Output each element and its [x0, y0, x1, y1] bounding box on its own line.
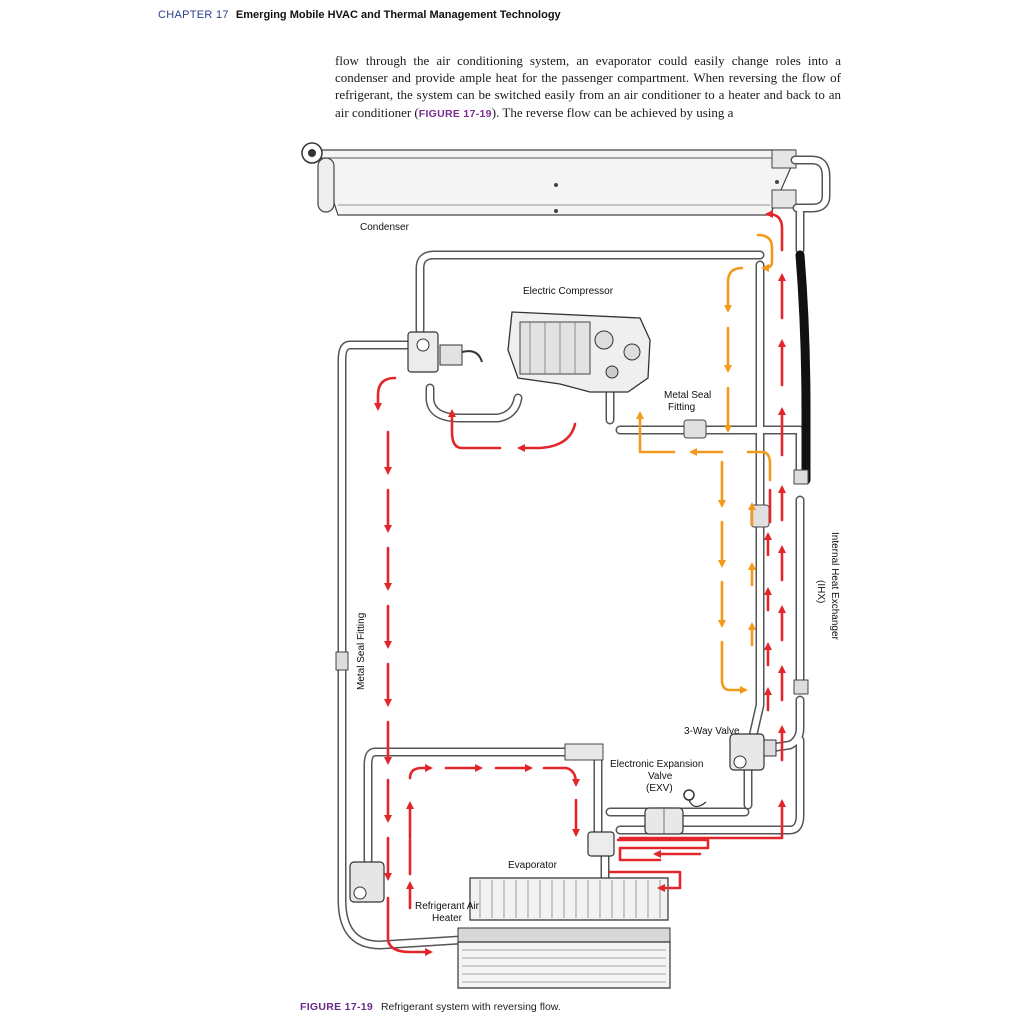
label-heater-2: Heater	[432, 913, 463, 924]
label-electric-compressor: Electric Compressor	[523, 286, 614, 297]
evaporator	[469, 831, 669, 921]
caption-number: FIGURE 17-19	[300, 1001, 374, 1013]
service-valve-block	[407, 331, 483, 373]
metal-seal-fitting-icon	[683, 419, 707, 439]
diagram-labels: Condenser Electric Compressor Metal Seal…	[356, 222, 840, 924]
label-exv-1: Electronic Expansion	[610, 759, 703, 770]
label-exv-2: Valve	[648, 771, 673, 782]
electronic-expansion-valve	[644, 789, 707, 835]
body-text-part2: ). The reverse flow can be achieved by u…	[491, 104, 734, 120]
label-metal-seal-2: Fitting	[668, 402, 695, 413]
flexible-hose	[795, 250, 811, 485]
label-ihx-2: (IHX)	[815, 580, 826, 603]
label-exv-3: (EXV)	[646, 783, 673, 794]
label-three-way-valve: 3-Way Valve	[684, 726, 740, 737]
three-way-valve	[729, 733, 777, 771]
refrigerant-pipes	[335, 155, 831, 950]
figure-reference-link[interactable]: FIGURE 17-19	[418, 107, 492, 120]
body-text-part1: flow through the air conditioning system…	[335, 53, 841, 120]
label-ihx-1: Internal Heat Exchanger	[829, 532, 840, 641]
chapter-number: CHAPTER 17	[158, 9, 229, 21]
receiver-drier	[317, 157, 335, 213]
label-heater-1: Refrigerant Air	[415, 901, 480, 912]
figure-caption: FIGURE 17-19 Refrigerant system with rev…	[300, 1001, 561, 1013]
heating-flow-arrows	[374, 210, 786, 956]
cooling-flow-arrows	[636, 233, 774, 694]
label-evaporator: Evaporator	[508, 860, 558, 871]
caption-text: Refrigerant system with reversing flow.	[380, 1001, 561, 1013]
running-head: CHAPTER 17 Emerging Mobile HVAC and Ther…	[158, 9, 561, 21]
chapter-title: Emerging Mobile HVAC and Thermal Managem…	[235, 9, 561, 21]
label-metal-seal-1: Metal Seal	[664, 390, 711, 401]
body-paragraph: flow through the air conditioning system…	[335, 52, 841, 123]
label-metal-seal-vertical: Metal Seal Fitting	[356, 613, 367, 690]
electric-compressor	[507, 311, 651, 393]
refrigerant-air-heater	[349, 861, 671, 989]
label-condenser: Condenser	[360, 222, 410, 233]
condenser	[301, 142, 797, 216]
